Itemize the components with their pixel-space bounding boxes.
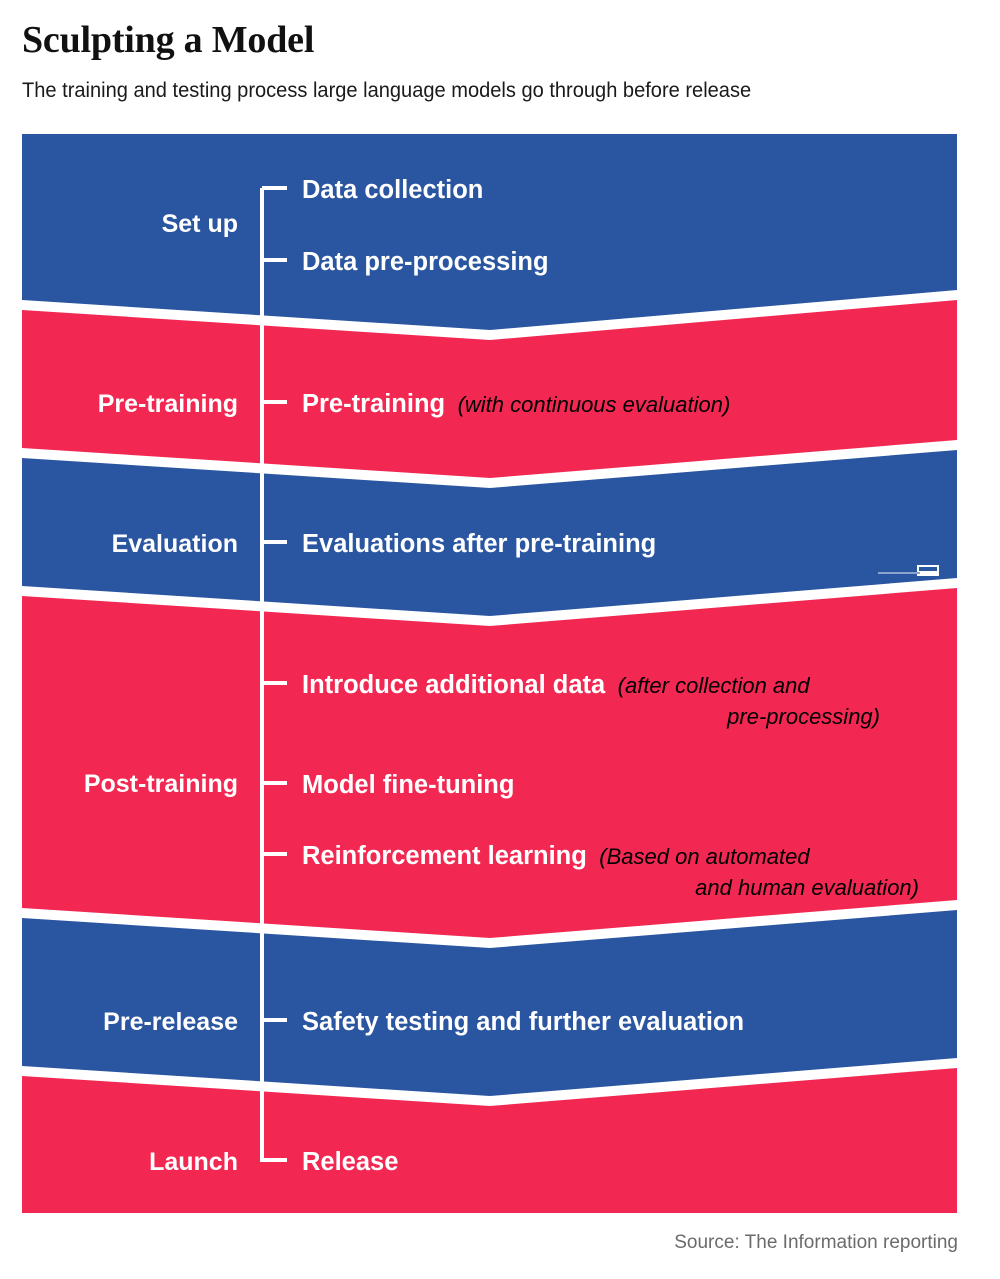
stage-label-post-training: Post-training [84,770,238,798]
stage-band-pre-training[interactable]: Pre-training Pre-training (with continuo… [22,300,957,478]
item-note-reinforcement-learning-line1: (Based on automated [599,844,810,869]
item-text-pre-training-main: Pre-training [302,390,445,418]
item-text-model-fine-tuning: Model fine-tuning [302,771,514,799]
stage-label-pre-release: Pre-release [103,1008,238,1036]
item-text-introduce-additional-data: Introduce additional data (after collect… [302,671,810,699]
item-text-pre-training: Pre-training (with continuous evaluation… [302,390,730,418]
item-text-reinforcement-learning: Reinforcement learning (Based on automat… [302,842,810,870]
source-note: Source: The Information reporting [674,1232,958,1253]
chevron-shape-pre-training [22,300,957,478]
connector-spine [260,188,287,1162]
chevron-shape-launch [22,1068,957,1213]
stage-band-evaluation[interactable]: Evaluation Evaluations after pre-trainin… [22,450,957,616]
page-subtitle: The training and testing process large l… [22,79,752,102]
item-text-introduce-additional-data-main: Introduce additional data [302,671,606,699]
item-text-reinforcement-learning-main: Reinforcement learning [302,842,587,870]
item-text-data-pre-processing: Data pre-processing [302,248,549,276]
item-text-safety-testing: Safety testing and further evaluation [302,1008,744,1036]
stage-label-launch: Launch [149,1148,238,1176]
chevron-shape-post-training [22,588,957,938]
item-note-pre-training: (with continuous evaluation) [458,392,731,417]
stage-band-launch[interactable]: Launch Release [22,1068,957,1213]
stage-label-set-up: Set up [162,210,238,238]
item-note-reinforcement-learning-line2: and human evaluation) [695,875,919,900]
item-note-introduce-additional-data-line2: pre-processing) [726,704,880,729]
item-text-release: Release [302,1148,398,1176]
stage-label-pre-training: Pre-training [98,390,238,418]
item-text-data-collection: Data collection [302,176,483,204]
chevron-shape-evaluation [22,450,957,616]
connector-ticks [262,186,287,1022]
item-note-introduce-additional-data-line1: (after collection and [618,673,811,698]
chevron-shape-set-up [22,134,957,330]
chevron-shape-pre-release [22,910,957,1096]
stage-band-pre-release[interactable]: Pre-release Safety testing and further e… [22,910,957,1096]
render-artifact-marker [878,565,939,576]
stage-label-evaluation: Evaluation [112,530,238,558]
page-title: Sculpting a Model [22,19,315,61]
item-text-evaluations-after-pre-training: Evaluations after pre-training [302,530,656,558]
stage-band-post-training[interactable]: Post-training Introduce additional data … [22,588,957,938]
stage-band-set-up[interactable]: Set up Data collection Data pre-processi… [22,134,957,330]
